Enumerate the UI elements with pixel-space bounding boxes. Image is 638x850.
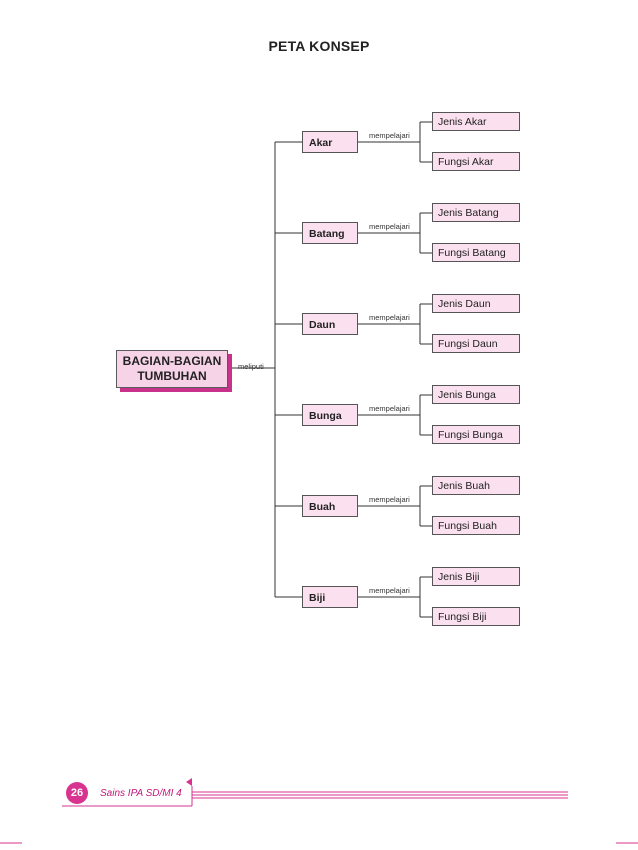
leaf-box-jenis: Jenis Biji: [432, 567, 520, 586]
leaf-box-jenis: Jenis Batang: [432, 203, 520, 222]
root-link-label: meliputi: [238, 362, 264, 371]
branch-link-label: mempelajari: [369, 222, 410, 231]
page-title: PETA KONSEP: [268, 38, 370, 54]
book-title: Sains IPA SD/MI 4: [100, 788, 182, 799]
leaf-box-fungsi: Fungsi Buah: [432, 516, 520, 535]
root-label-line2: TUMBUHAN: [137, 369, 207, 383]
leaf-box-fungsi: Fungsi Biji: [432, 607, 520, 626]
root-concept-box: BAGIAN-BAGIAN TUMBUHAN: [116, 350, 228, 388]
root-label-line1: BAGIAN-BAGIAN: [122, 354, 222, 368]
branch-link-label: mempelajari: [369, 313, 410, 322]
leaf-box-jenis: Jenis Buah: [432, 476, 520, 495]
part-box-biji: Biji: [302, 586, 358, 608]
part-box-daun: Daun: [302, 313, 358, 335]
part-box-batang: Batang: [302, 222, 358, 244]
part-box-buah: Buah: [302, 495, 358, 517]
leaf-box-fungsi: Fungsi Daun: [432, 334, 520, 353]
leaf-box-jenis: Jenis Daun: [432, 294, 520, 313]
leaf-box-fungsi: Fungsi Bunga: [432, 425, 520, 444]
footer-arrow-icon: [186, 778, 192, 786]
branch-link-label: mempelajari: [369, 495, 410, 504]
branch-link-label: mempelajari: [369, 131, 410, 140]
leaf-box-fungsi: Fungsi Akar: [432, 152, 520, 171]
part-box-akar: Akar: [302, 131, 358, 153]
leaf-box-jenis: Jenis Akar: [432, 112, 520, 131]
part-box-bunga: Bunga: [302, 404, 358, 426]
branch-link-label: mempelajari: [369, 586, 410, 595]
leaf-box-fungsi: Fungsi Batang: [432, 243, 520, 262]
leaf-box-jenis: Jenis Bunga: [432, 385, 520, 404]
page-number-badge: 26: [66, 782, 88, 804]
branch-link-label: mempelajari: [369, 404, 410, 413]
